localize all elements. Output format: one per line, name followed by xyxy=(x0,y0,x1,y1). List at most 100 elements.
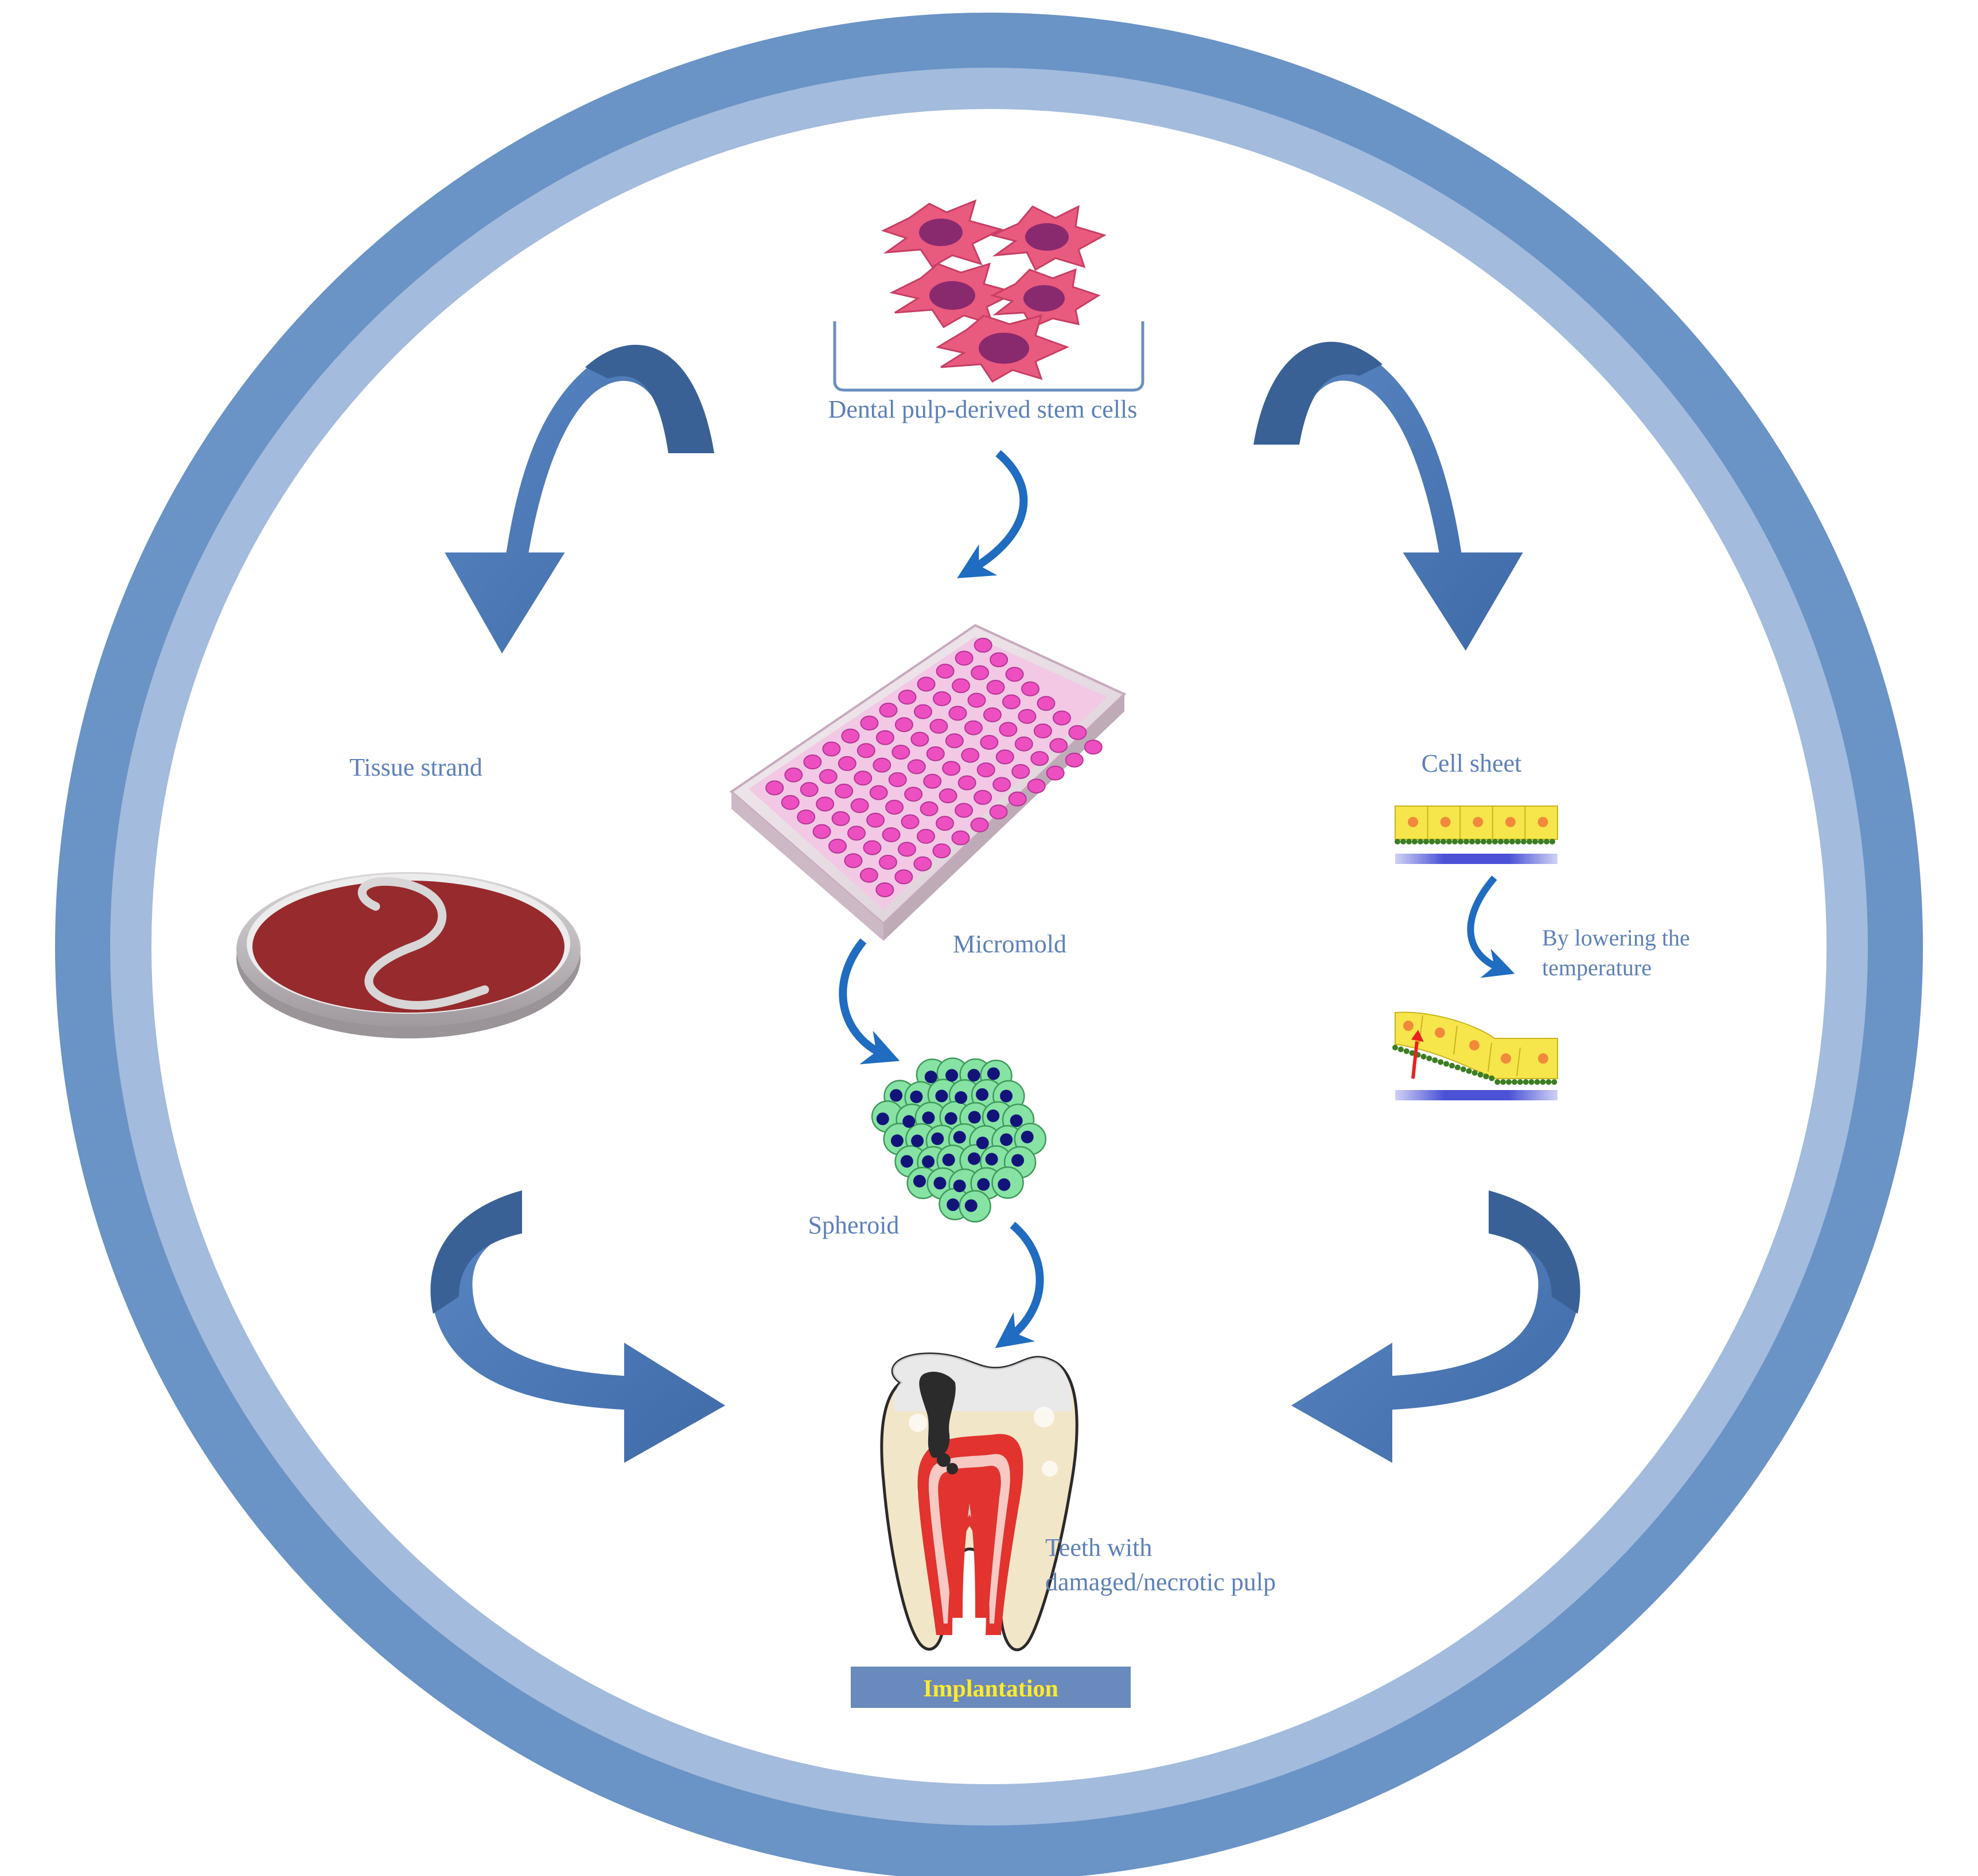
micromold-well xyxy=(1049,738,1068,753)
sheet-ecm-dot xyxy=(1538,839,1544,844)
sheet-ecm-dot xyxy=(1544,839,1549,844)
micromold-well xyxy=(828,838,847,854)
lifted-ecm-dot xyxy=(1403,1048,1409,1054)
micromold-well xyxy=(838,756,856,771)
arrow-to-tissue-strand xyxy=(438,343,717,660)
micromold-plate-icon xyxy=(729,624,1127,941)
sheet-ecm-dot xyxy=(1440,839,1446,844)
micromold-well xyxy=(976,762,995,777)
spheroid-nucleus xyxy=(935,1089,948,1103)
small-arrow-source-to-micromold xyxy=(957,450,1028,578)
micromold-well xyxy=(957,775,976,791)
spheroid-nucleus xyxy=(953,1180,966,1193)
substrate xyxy=(1395,1090,1558,1100)
micromold-well xyxy=(923,773,942,789)
lifted-ecm-dot xyxy=(1466,1068,1472,1074)
micromold-well xyxy=(875,882,894,897)
petri-dish-icon xyxy=(236,872,581,1038)
lifted-ecm-dot xyxy=(1438,1059,1444,1065)
micromold-well xyxy=(961,748,980,763)
sheet-ecm-dot xyxy=(1446,839,1452,844)
micromold-well xyxy=(913,704,932,719)
lifted-ecm-dot xyxy=(1443,1061,1450,1067)
spheroid-nucleus xyxy=(987,1067,1000,1080)
micromold-well xyxy=(850,798,869,814)
micromold-well xyxy=(904,787,923,802)
micromold-well xyxy=(992,777,1011,792)
spheroid-nucleus xyxy=(890,1089,903,1102)
micromold-well xyxy=(955,651,974,666)
micromold-well xyxy=(1005,667,1024,682)
lifted-ecm-dot xyxy=(1477,1072,1483,1078)
micromold-well xyxy=(990,652,1009,668)
sheet-ecm-dot xyxy=(1532,839,1538,844)
sheet-ecm-dot xyxy=(1458,839,1463,844)
micromold-well xyxy=(917,676,936,692)
lifted-ecm-dot xyxy=(1528,1079,1535,1085)
lifted-ecm-dot xyxy=(1471,1070,1478,1076)
lifted-nucleus xyxy=(1538,1053,1548,1064)
spheroid-nucleus xyxy=(942,1153,955,1166)
spheroid-nucleus xyxy=(953,1131,966,1144)
micromold-well xyxy=(967,692,986,708)
micromold-well xyxy=(1033,723,1052,739)
micromold-well xyxy=(932,843,951,859)
spheroid-nucleus xyxy=(955,1091,968,1104)
lowering-label-line2: temperature xyxy=(1542,955,1652,980)
lifted-ecm-dot xyxy=(1517,1079,1523,1085)
lifted-ecm-dot xyxy=(1489,1075,1495,1081)
micromold-well xyxy=(942,761,961,776)
sheet-ecm-dot xyxy=(1395,839,1400,844)
micromold-well xyxy=(974,637,992,653)
lifted-ecm-dot xyxy=(1426,1055,1432,1061)
teeth-label-line1: Teeth with xyxy=(1045,1534,1152,1562)
micromold-well xyxy=(920,801,939,816)
sheet-ecm-dot xyxy=(1400,839,1406,844)
lifted-ecm-dot xyxy=(1392,1045,1398,1050)
micromold-well xyxy=(955,803,974,818)
stem-cells-container xyxy=(833,321,1144,392)
sheet-ecm-dot xyxy=(1481,839,1486,844)
lifted-ecm-dot xyxy=(1409,1050,1415,1056)
spheroid-nucleus xyxy=(1021,1130,1034,1143)
micromold-well xyxy=(1027,779,1046,794)
micromold-well xyxy=(831,811,850,826)
micromold-well xyxy=(974,789,992,805)
lift-arrow-icon xyxy=(1411,1030,1424,1079)
sheet-ecm-dot xyxy=(1492,839,1498,844)
small-arrow-sheet-lowering xyxy=(1467,875,1515,978)
spheroid-nucleus xyxy=(924,1071,937,1084)
micromold-well xyxy=(844,853,863,869)
sheet-ecm-dot xyxy=(1549,839,1555,844)
micromold-well xyxy=(797,809,816,825)
spheroid-nucleus xyxy=(933,1177,947,1190)
micromold-well xyxy=(847,826,866,841)
micromold-well xyxy=(800,782,819,797)
micromold-well xyxy=(970,817,989,832)
sheet-ecm-dot xyxy=(1527,839,1532,844)
spheroid-nucleus xyxy=(900,1155,913,1168)
sheet-ecm-dot xyxy=(1429,839,1435,844)
micromold-well xyxy=(1002,694,1021,710)
lifted-ecm-dot xyxy=(1551,1079,1558,1085)
micromold-well xyxy=(980,734,999,750)
small-arrow-micromold-to-spheroid xyxy=(839,938,900,1065)
arrow-tissue-to-tooth xyxy=(429,1188,732,1469)
micromold-well xyxy=(917,828,936,844)
sheet-ecm-dot xyxy=(1515,839,1521,844)
spheroid-nucleus xyxy=(967,1069,980,1082)
micromold-well xyxy=(878,854,897,870)
spheroid-nucleus xyxy=(902,1115,916,1128)
spheroid-nucleus xyxy=(976,1137,989,1150)
micromold-well xyxy=(1011,764,1030,779)
lifted-nucleus xyxy=(1501,1053,1511,1064)
sheet-ecm-dot xyxy=(1418,839,1423,844)
spheroid-nucleus xyxy=(968,1152,981,1165)
micromold-well xyxy=(971,665,990,680)
spheroid-nucleus xyxy=(976,1088,989,1101)
micromold-well xyxy=(781,795,800,810)
micromold-well xyxy=(898,690,917,705)
micromold-well xyxy=(897,842,916,857)
sheet-ecm-dot xyxy=(1486,839,1492,844)
micromold-well xyxy=(894,869,913,885)
